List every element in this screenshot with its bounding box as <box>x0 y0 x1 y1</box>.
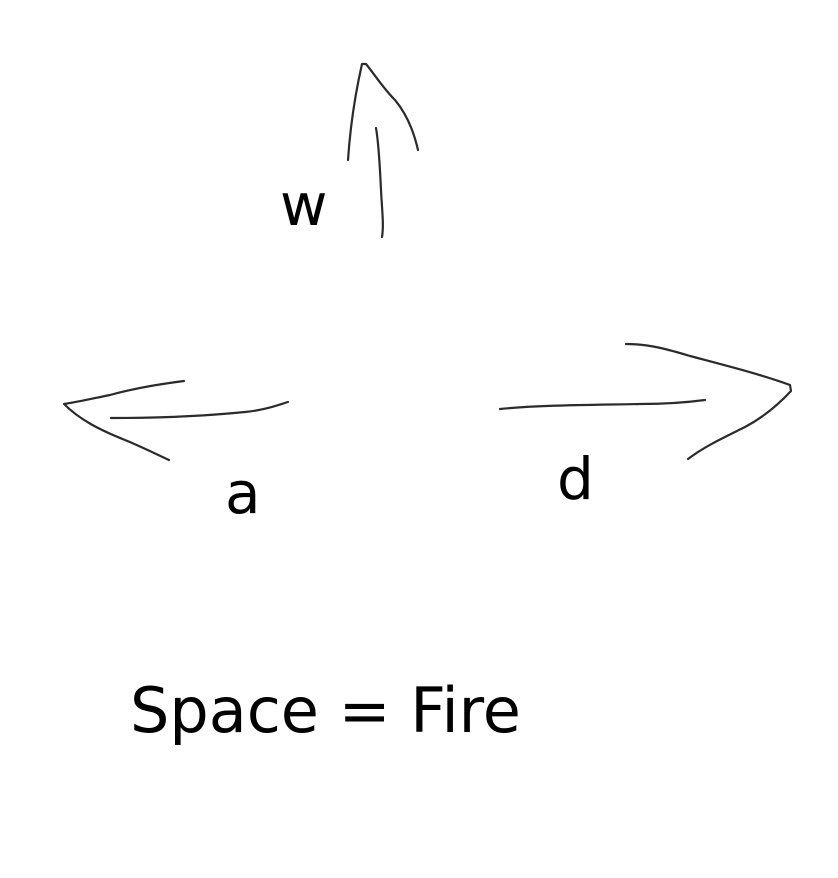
up-arrow-icon <box>346 62 420 239</box>
right-arrow-head <box>624 342 793 461</box>
left-arrow-head <box>62 379 186 462</box>
right-arrow-shaft <box>498 398 707 411</box>
fire-instruction: Space = Fire <box>130 674 521 747</box>
up-key-label: w <box>280 171 328 239</box>
up-arrow-shaft <box>374 126 384 239</box>
up-arrow-head <box>346 62 420 162</box>
left-key-label: a <box>225 459 261 527</box>
left-arrow-shaft <box>109 400 290 420</box>
right-arrow-icon <box>498 342 793 461</box>
left-arrow-icon <box>62 379 290 462</box>
right-key-label: d <box>557 445 594 513</box>
